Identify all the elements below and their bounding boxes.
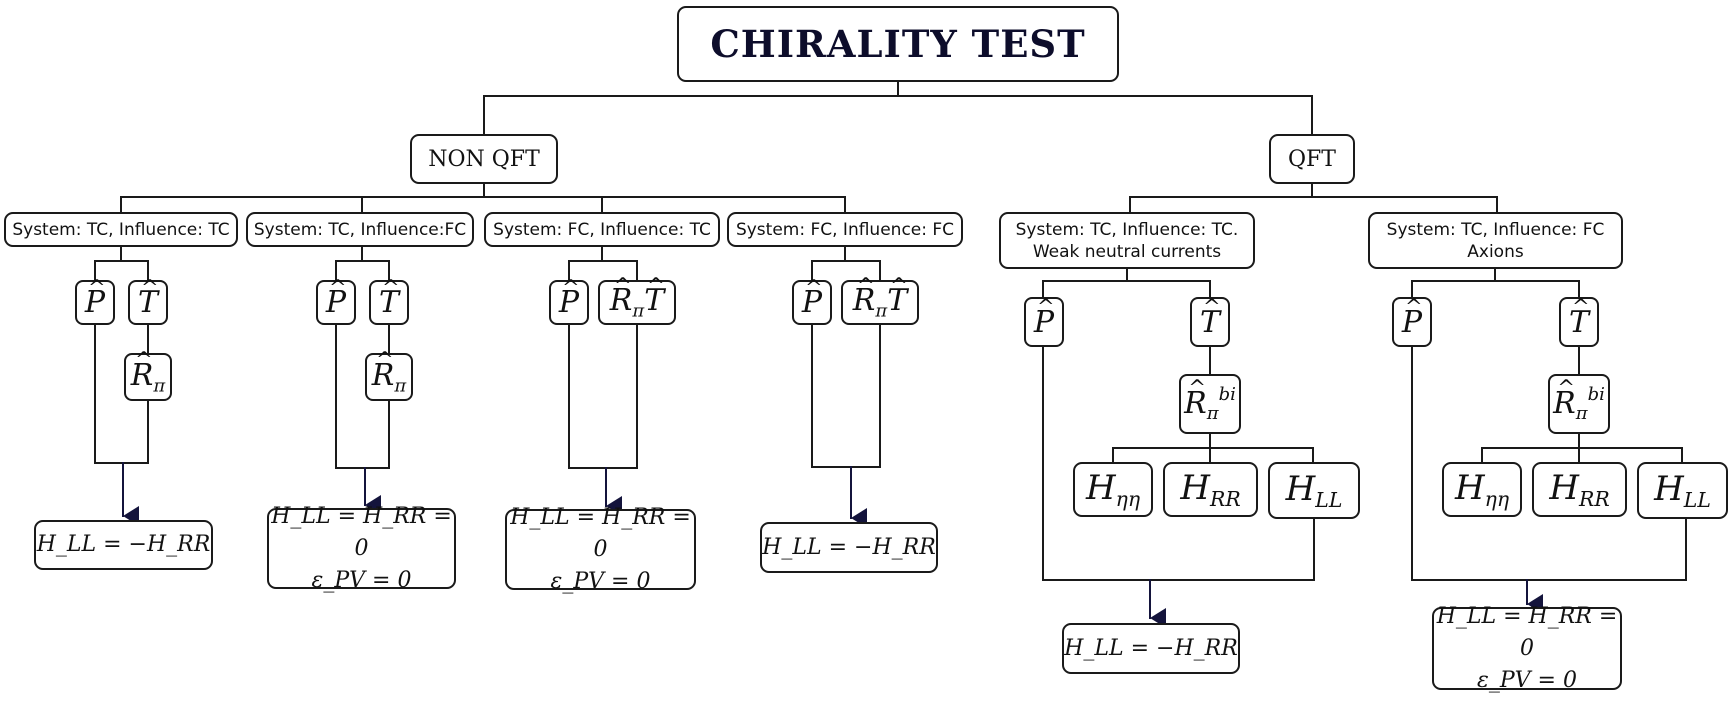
condition-2-text: System: TC, Influence:FC (253, 219, 467, 240)
operator-symbol: Rπ (131, 358, 165, 396)
operator-symbol: T (1569, 305, 1589, 340)
operator-symbol: P (85, 285, 105, 320)
condition-5-subtext: Weak neutral currents (1032, 241, 1222, 262)
operator-r-pi-1: Rπ (124, 353, 172, 401)
condition-box-4: System: FC, Influence: FC (727, 212, 963, 247)
operator-t-6: T (1559, 297, 1599, 347)
result-6-line2: ε_PV = 0 (1477, 667, 1577, 693)
operator-p-5: P (1024, 297, 1064, 347)
operator-p-1: P (75, 280, 115, 325)
operator-t-1: T (128, 280, 168, 325)
operator-p-4: P (792, 280, 832, 325)
condition-box-3: System: FC, Influence: TC (484, 212, 720, 247)
condition-box-1: System: TC, Influence: TC (4, 212, 238, 247)
condition-1-text: System: TC, Influence: TC (12, 219, 230, 240)
condition-3-text: System: FC, Influence: TC (493, 219, 711, 240)
result-1-text: H_LL = −H_RR (36, 532, 211, 557)
result-3-line1: H_LL = H_RR = 0 (510, 504, 691, 562)
operator-t-2: T (369, 280, 409, 325)
operator-symbol: Rπ (372, 358, 406, 396)
result-box-5: H_LL = −H_RR (1062, 623, 1240, 674)
condition-5-text: System: TC, Influence: TC. (1015, 219, 1239, 240)
hamiltonian-eta-6: Hηη (1442, 462, 1522, 517)
result-2-line2: ε_PV = 0 (311, 567, 412, 593)
diagram-title-text: CHIRALITY TEST (710, 22, 1086, 66)
hamiltonian-symbol: Hηη (1454, 467, 1510, 512)
operator-p-2: P (316, 280, 356, 325)
result-box-2: H_LL = H_RR = 0 ε_PV = 0 (267, 504, 456, 593)
operator-p-3: P (549, 280, 589, 325)
result-box-3: H_LL = H_RR = 0 ε_PV = 0 (505, 505, 696, 594)
condition-6-text: System: TC, Influence: FC (1386, 219, 1605, 240)
hamiltonian-symbol: HLL (1654, 468, 1711, 513)
result-3-line2: ε_PV = 0 (550, 568, 651, 594)
operator-symbol: P (559, 285, 579, 320)
condition-box-6: System: TC, Influence: FC Axions (1368, 212, 1623, 269)
operator-symbol: P (802, 285, 822, 320)
operator-r-pi-2: Rπ (365, 353, 413, 401)
operator-symbol: RπT (853, 283, 907, 321)
hamiltonian-symbol: HLL (1285, 468, 1343, 513)
operator-t-5: T (1190, 297, 1230, 347)
result-box-1: H_LL = −H_RR (34, 520, 213, 570)
hamiltonian-symbol: HRR (1549, 467, 1610, 512)
hamiltonian-ll-5: HLL (1268, 462, 1360, 519)
operator-symbol: RπT (610, 283, 664, 321)
result-box-4: H_LL = −H_RR (760, 522, 938, 573)
branch-non-qft: NON QFT (410, 134, 558, 184)
diagram-title: CHIRALITY TEST (677, 6, 1119, 82)
condition-4-text: System: FC, Influence: FC (735, 219, 955, 240)
result-box-6: H_LL = H_RR = 0 ε_PV = 0 (1432, 604, 1622, 693)
operator-symbol: T (379, 285, 399, 320)
operator-symbol: T (1200, 305, 1220, 340)
operator-symbol: P (1034, 305, 1054, 340)
result-5-text: H_LL = −H_RR (1064, 635, 1238, 661)
operator-symbol: Rπbi (1184, 384, 1236, 424)
condition-6-subtext: Axions (1467, 241, 1524, 262)
result-4-text: H_LL = −H_RR (762, 534, 936, 560)
hamiltonian-rr-6: HRR (1532, 462, 1627, 517)
operator-r-pi-t-3: RπT (598, 280, 676, 325)
branch-qft-label: QFT (1288, 146, 1336, 172)
hamiltonian-rr-5: HRR (1163, 462, 1258, 517)
branch-qft: QFT (1269, 134, 1355, 184)
operator-r-pi-bi-5: Rπbi (1179, 374, 1241, 434)
hamiltonian-symbol: HRR (1180, 467, 1241, 512)
operator-r-pi-bi-6: Rπbi (1548, 374, 1610, 434)
operator-symbol: P (1402, 305, 1422, 340)
operator-symbol: P (326, 285, 346, 320)
condition-box-5: System: TC, Influence: TC. Weak neutral … (999, 212, 1255, 269)
operator-symbol: T (138, 285, 158, 320)
hamiltonian-symbol: Hηη (1085, 467, 1141, 512)
hamiltonian-ll-6: HLL (1637, 462, 1728, 519)
operator-symbol: Rπbi (1553, 384, 1605, 424)
hamiltonian-eta-5: Hηη (1073, 462, 1153, 517)
result-2-line1: H_LL = H_RR = 0 (271, 503, 452, 561)
result-6-line1: H_LL = H_RR = 0 (1436, 603, 1618, 661)
condition-box-2: System: TC, Influence:FC (246, 212, 474, 247)
branch-non-qft-label: NON QFT (428, 146, 540, 172)
operator-r-pi-t-4: RπT (841, 280, 919, 325)
operator-p-6: P (1392, 297, 1432, 347)
